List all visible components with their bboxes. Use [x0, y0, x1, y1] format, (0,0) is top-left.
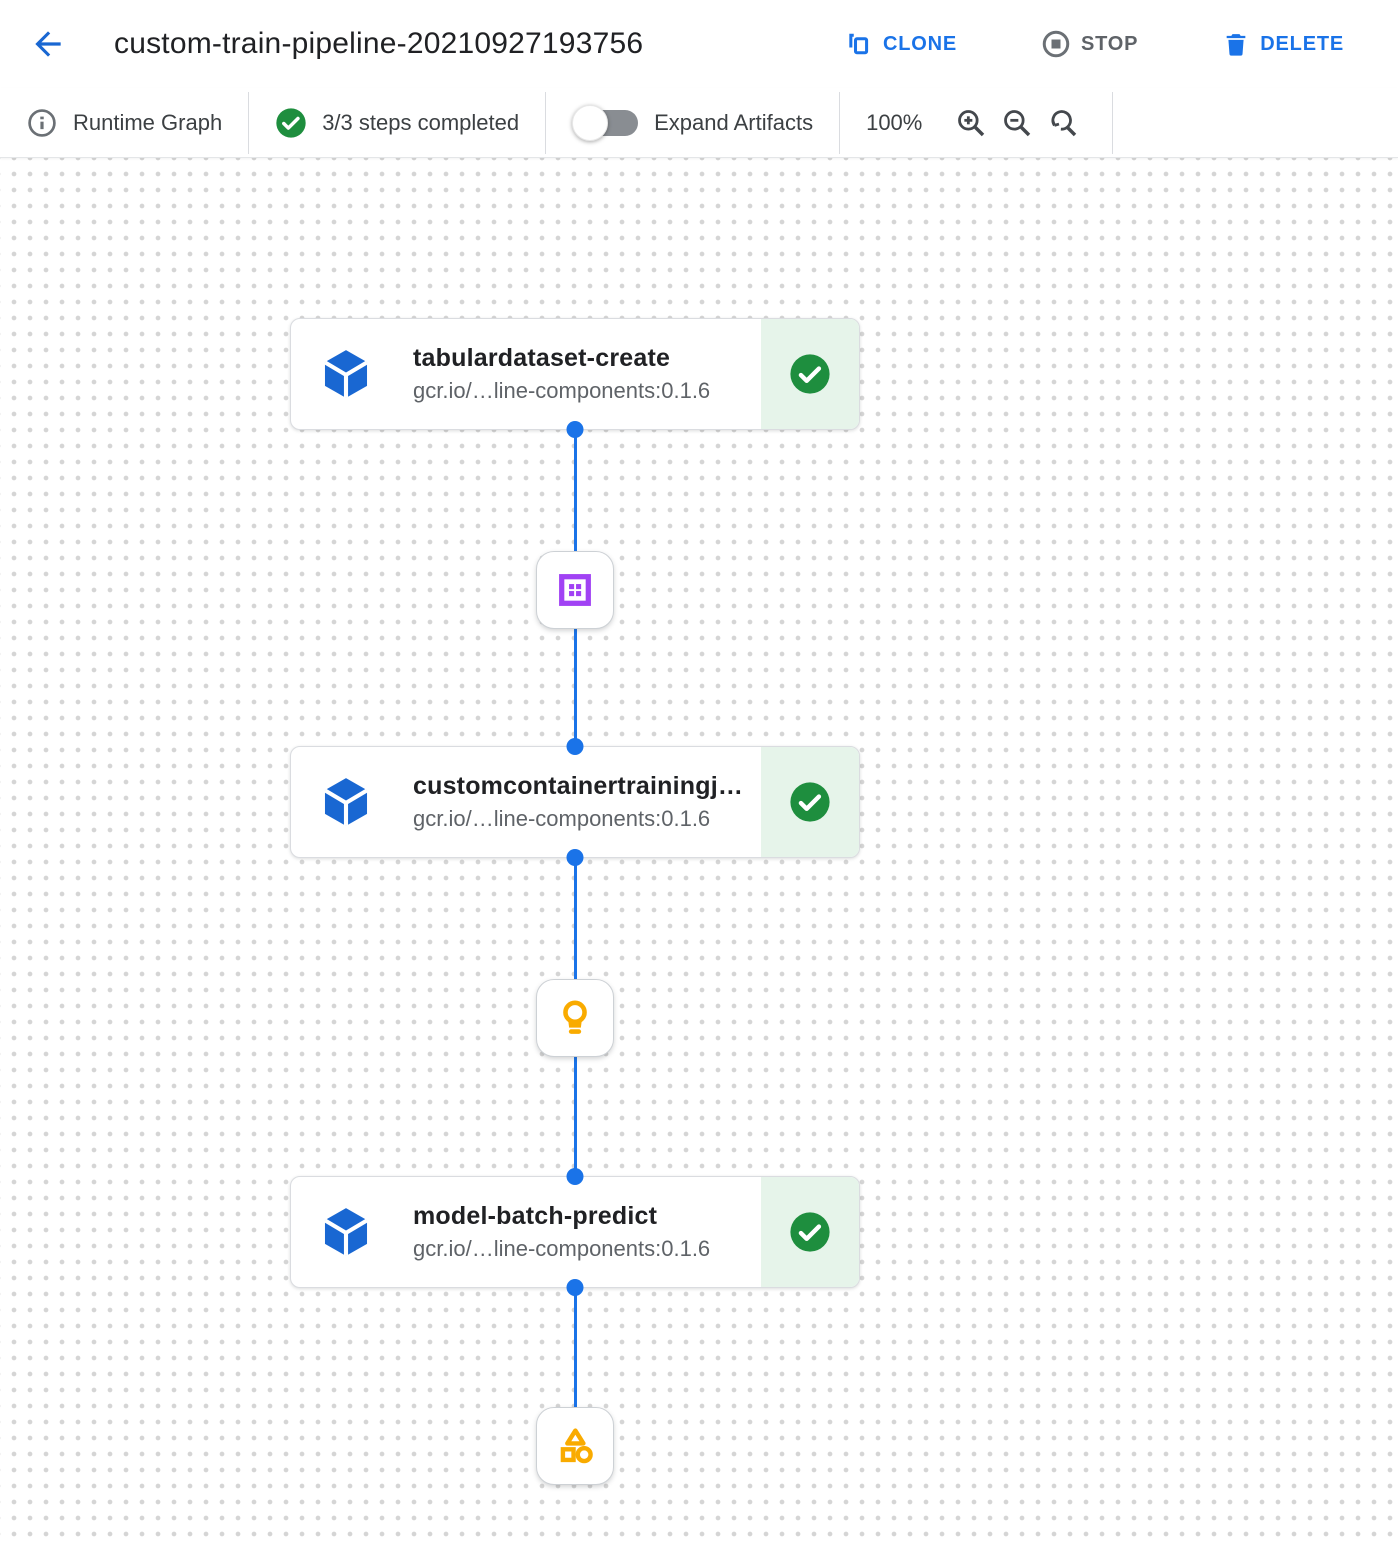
- graph-toolbar: Runtime Graph 3/3 steps completed Expand…: [0, 88, 1398, 158]
- delete-button[interactable]: DELETE: [1222, 30, 1344, 58]
- page-title: custom-train-pipeline-20210927193756: [114, 27, 644, 60]
- zoom-in-icon: [955, 107, 987, 139]
- pipeline-step-node[interactable]: customcontainertrainingj… gcr.io/…line-c…: [290, 738, 860, 866]
- toggle-knob: [572, 104, 609, 141]
- zoom-level: 100%: [866, 109, 923, 135]
- back-button[interactable]: [26, 22, 70, 66]
- output-port: [566, 1279, 584, 1296]
- artifact-node-dataset[interactable]: [536, 551, 614, 629]
- expand-artifacts-toggle[interactable]: [572, 104, 639, 142]
- reset-zoom-icon: [1047, 107, 1079, 139]
- pipeline-graph-canvas[interactable]: tabulardataset-create gcr.io/…line-compo…: [0, 158, 1398, 1544]
- node-status-succeeded: [761, 747, 859, 857]
- input-port: [566, 738, 584, 755]
- node-text: tabulardataset-create gcr.io/…line-compo…: [413, 344, 718, 404]
- toolbar-divider: [545, 91, 547, 154]
- toolbar-divider: [1112, 91, 1114, 154]
- zoom-out-button[interactable]: [994, 100, 1040, 146]
- header: custom-train-pipeline-20210927193756 CLO…: [0, 0, 1398, 88]
- toolbar-divider: [248, 91, 250, 154]
- steps-completed-label: 3/3 steps completed: [322, 109, 520, 135]
- edge-node3-artifact: [574, 1288, 577, 1420]
- stop-icon: [1041, 29, 1071, 59]
- zoom-section: 100%: [840, 88, 1112, 157]
- expand-artifacts-label: Expand Artifacts: [654, 109, 814, 135]
- node-text: model-batch-predict gcr.io/…line-compone…: [413, 1202, 718, 1262]
- node-status-succeeded: [761, 1177, 859, 1287]
- steps-status-section: 3/3 steps completed: [249, 88, 545, 157]
- success-check-icon: [789, 1211, 831, 1253]
- node-subtitle: gcr.io/…line-components:0.1.6: [413, 806, 711, 831]
- generic-artifact-icon: [553, 1424, 597, 1468]
- node-subtitle: gcr.io/…line-components:0.1.6: [413, 1236, 711, 1261]
- artifact-node-generic[interactable]: [536, 1407, 614, 1485]
- pipeline-step-node[interactable]: tabulardataset-create gcr.io/…line-compo…: [290, 318, 860, 438]
- node-title: customcontainertrainingj…: [413, 772, 744, 800]
- pipeline-step-node[interactable]: model-batch-predict gcr.io/…line-compone…: [290, 1168, 860, 1296]
- delete-icon: [1222, 30, 1250, 58]
- toolbar-divider: [839, 91, 841, 154]
- output-port: [566, 421, 584, 438]
- clone-icon: [845, 30, 873, 58]
- component-cube-icon: [317, 1203, 375, 1261]
- output-port: [566, 849, 584, 866]
- expand-artifacts-section: Expand Artifacts: [546, 88, 839, 157]
- view-section: Runtime Graph: [0, 88, 248, 157]
- zoom-in-button[interactable]: [948, 100, 994, 146]
- zoom-out-icon: [1001, 107, 1033, 139]
- view-label: Runtime Graph: [73, 109, 223, 135]
- success-check-icon: [789, 353, 831, 395]
- node-title: tabulardataset-create: [413, 344, 671, 372]
- info-icon[interactable]: [26, 107, 58, 139]
- steps-check-icon: [275, 107, 307, 139]
- component-cube-icon: [317, 773, 375, 831]
- clone-button[interactable]: CLONE: [845, 30, 957, 58]
- reset-zoom-button[interactable]: [1040, 100, 1086, 146]
- node-status-succeeded: [761, 319, 859, 429]
- model-icon: [553, 996, 597, 1040]
- node-title: model-batch-predict: [413, 1202, 658, 1230]
- input-port: [566, 1168, 584, 1185]
- dataset-icon: [554, 569, 596, 611]
- success-check-icon: [789, 781, 831, 823]
- node-text: customcontainertrainingj… gcr.io/…line-c…: [413, 772, 751, 832]
- component-cube-icon: [317, 345, 375, 403]
- node-subtitle: gcr.io/…line-components:0.1.6: [413, 378, 711, 403]
- stop-button[interactable]: STOP: [1041, 29, 1138, 59]
- artifact-node-model[interactable]: [536, 979, 614, 1057]
- arrow-back-icon: [29, 25, 67, 63]
- header-actions: CLONE STOP DELETE: [845, 29, 1344, 59]
